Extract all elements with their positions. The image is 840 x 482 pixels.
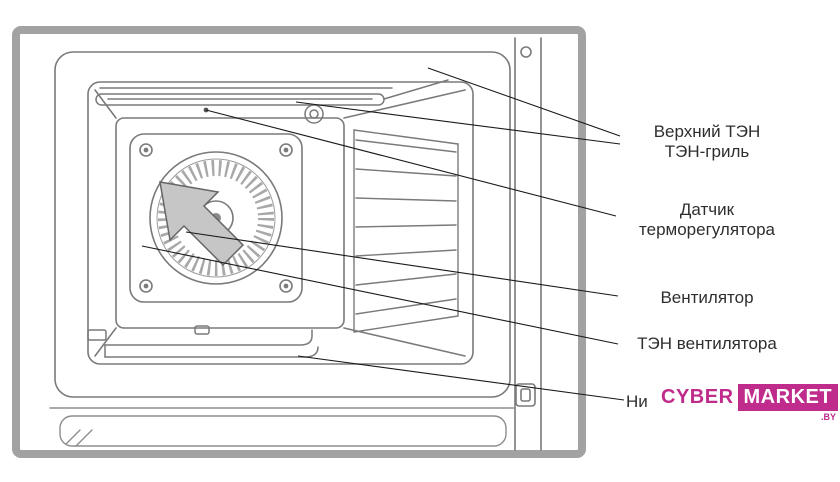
- label-lower-heater: Ни: [626, 392, 666, 412]
- leader-lower-heater: [297, 355, 625, 401]
- label-upper-heater: Верхний ТЭН ТЭН-гриль: [612, 122, 802, 162]
- logo-text-by: .BY: [821, 412, 837, 422]
- leader-fan: [185, 231, 619, 297]
- logo-text-market: MARKET: [737, 384, 839, 411]
- grill-element-drawing: [95, 79, 449, 124]
- label-upper-heater-line2: ТЭН-гриль: [664, 142, 750, 162]
- label-fan-line1: Вентилятор: [660, 288, 754, 307]
- fan-drawing: [129, 133, 303, 303]
- label-thermostat-sensor-line1: Датчик: [679, 200, 735, 219]
- oven-front-panel: [54, 37, 542, 451]
- label-fan-heater-line1: ТЭН вентилятора: [637, 334, 777, 353]
- label-thermostat-sensor-line2: терморегулятора: [639, 220, 775, 240]
- leader-upper-heater: [295, 101, 621, 145]
- cybermarket-logo: CYBER MARKET .BY: [656, 383, 840, 422]
- label-upper-heater-line1: Верхний ТЭН: [653, 122, 761, 141]
- leader-fan-heater: [141, 245, 619, 345]
- label-fan-heater: ТЭН вентилятора: [612, 334, 802, 354]
- door-drawing: [49, 407, 516, 447]
- logo-text-cyber: CYBER: [661, 386, 734, 408]
- bottom-heater-drawing: [87, 325, 319, 358]
- leader-grill: [427, 67, 621, 137]
- fan-arrow-icon: [159, 181, 245, 267]
- label-thermostat-sensor: Датчик терморегулятора: [612, 200, 802, 240]
- label-lower-heater-line1: Ни: [626, 392, 648, 411]
- leader-thermostat-sensor: [205, 109, 617, 217]
- wire-rack-drawing: [353, 129, 459, 333]
- label-fan: Вентилятор: [612, 288, 802, 308]
- cybermarket-logo-row: CYBER MARKET: [659, 384, 839, 411]
- leader-lines: [141, 67, 625, 401]
- oven-frame: [12, 26, 586, 458]
